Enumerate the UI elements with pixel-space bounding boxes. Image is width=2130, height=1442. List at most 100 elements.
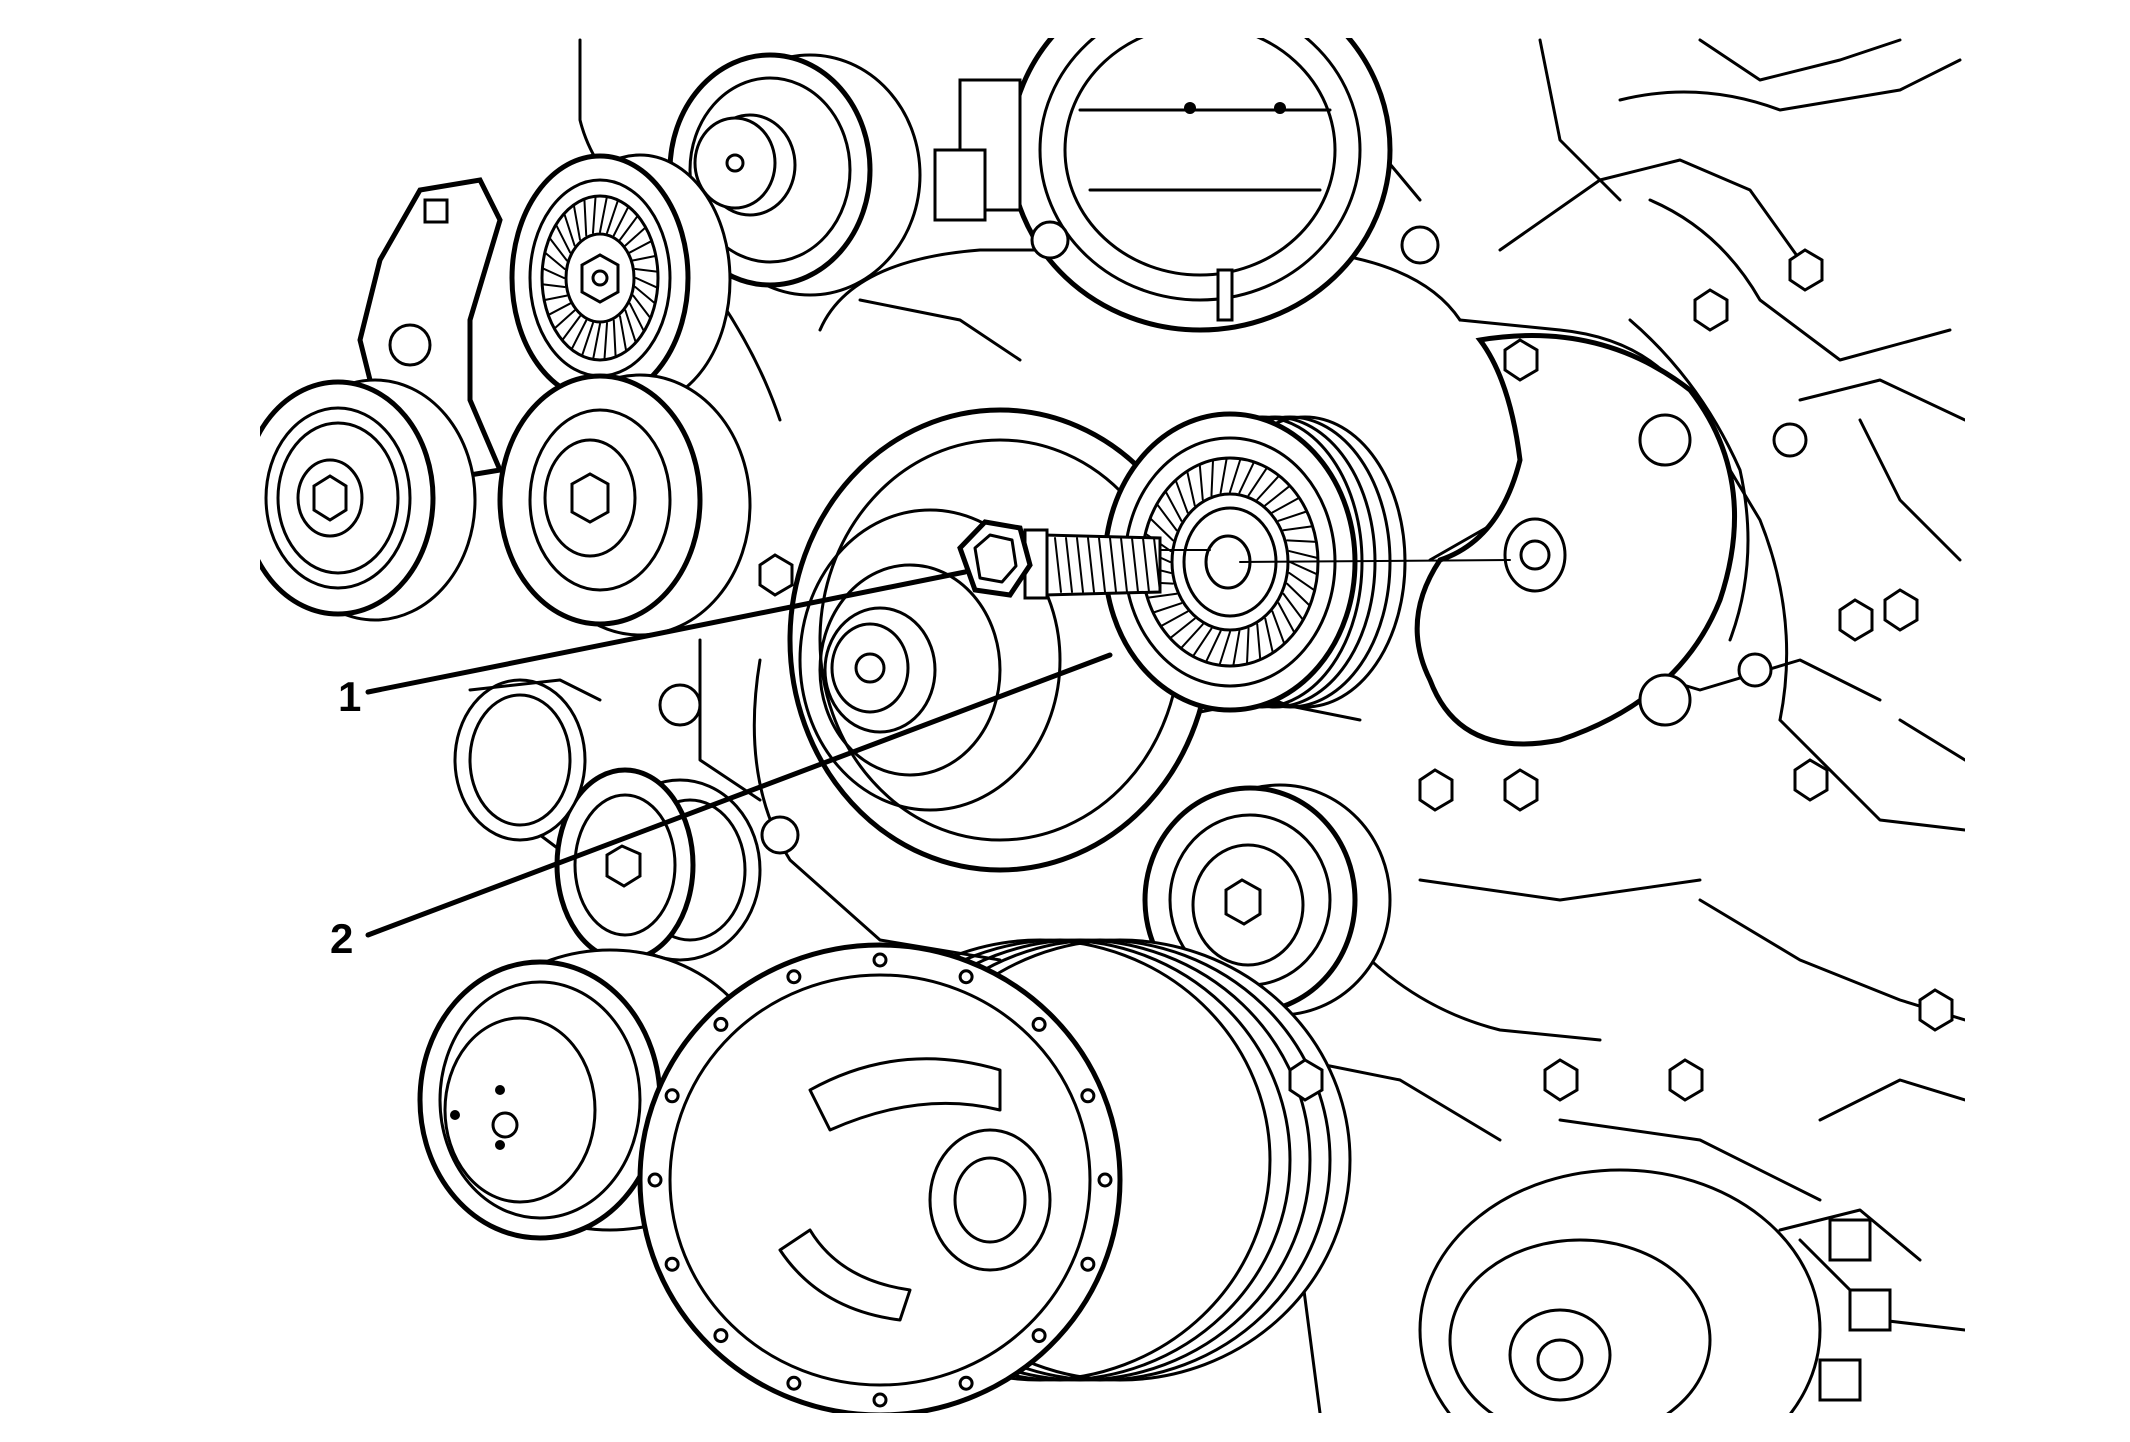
pulley-rib bbox=[1286, 582, 1311, 607]
balancer-hole bbox=[786, 969, 802, 985]
pulley-rib bbox=[541, 283, 566, 288]
pulley-rib bbox=[548, 236, 568, 262]
pulley-rib bbox=[1186, 470, 1196, 507]
pulley-rib bbox=[619, 214, 639, 241]
pulley-rib bbox=[1238, 460, 1256, 494]
pulley-rib bbox=[1232, 630, 1241, 667]
bolt-thread bbox=[1131, 537, 1139, 593]
pulley-rib bbox=[634, 285, 657, 305]
balancer-hole bbox=[664, 1088, 680, 1104]
bolt-thread bbox=[1098, 537, 1106, 593]
pulley-rib bbox=[1149, 517, 1174, 542]
pulley-rib bbox=[1169, 617, 1196, 640]
pulley-rib bbox=[583, 198, 588, 237]
balancer-hole bbox=[1031, 1328, 1047, 1344]
pulley-rib bbox=[1210, 458, 1215, 497]
upper-ribbed-pulley bbox=[509, 153, 732, 407]
pulley-rib bbox=[599, 195, 608, 233]
pulley-rib bbox=[1245, 627, 1250, 666]
pulley-rib bbox=[580, 322, 594, 357]
power-steering-pulley bbox=[667, 52, 922, 297]
pulley-rib bbox=[1288, 571, 1316, 592]
pulley-rib bbox=[572, 203, 581, 241]
pulley-rib bbox=[547, 302, 572, 317]
pulley-rib bbox=[1198, 463, 1204, 501]
pulley-rib bbox=[1218, 631, 1231, 667]
balancer-hole bbox=[664, 1256, 680, 1272]
pulley-rib bbox=[632, 294, 652, 320]
balancer-hole bbox=[958, 1375, 974, 1391]
balancer-hole bbox=[786, 1375, 802, 1391]
pulley-rib bbox=[553, 309, 576, 330]
callout-1: 1 bbox=[338, 673, 362, 720]
bolt-thread bbox=[1065, 537, 1073, 593]
balancer-hole bbox=[1080, 1256, 1096, 1272]
throttle-body bbox=[933, 38, 1440, 333]
pulley-rib bbox=[1155, 503, 1178, 532]
bolt-thread bbox=[1120, 537, 1128, 593]
pulley-rib bbox=[1277, 510, 1308, 522]
balancer-hole bbox=[1080, 1088, 1096, 1104]
left-idler-pulley bbox=[260, 378, 477, 622]
idler-pulley-item-2 bbox=[1102, 411, 1511, 713]
balancer-hole bbox=[958, 969, 974, 985]
pulley-rib bbox=[563, 212, 576, 247]
pulley-rib bbox=[1271, 610, 1286, 645]
pulley-rib bbox=[1256, 623, 1262, 661]
pulley-rib bbox=[541, 267, 565, 279]
pulley-rib bbox=[1229, 457, 1242, 493]
pulley-rib bbox=[543, 294, 568, 302]
balancer-hole bbox=[1031, 1016, 1047, 1032]
balancer-hole bbox=[872, 952, 888, 968]
pulley-rib bbox=[1247, 466, 1269, 497]
pulley-rib bbox=[1286, 539, 1318, 543]
bolt-thread bbox=[1142, 537, 1150, 593]
pulley-rib bbox=[1191, 627, 1213, 658]
leader-line-2 bbox=[365, 652, 1113, 938]
bolt-thread bbox=[1076, 537, 1084, 593]
balancer-hole bbox=[713, 1328, 729, 1344]
pulley-rib bbox=[591, 195, 597, 234]
pulley-rib bbox=[1282, 592, 1305, 621]
pulley-rib bbox=[628, 302, 646, 333]
callout-2: 2 bbox=[330, 915, 354, 962]
balancer-hole bbox=[647, 1172, 663, 1188]
pulley-rib bbox=[1264, 617, 1274, 654]
pulley-rib bbox=[634, 268, 659, 273]
bolt-thread bbox=[1054, 537, 1062, 593]
balancer-hole bbox=[872, 1392, 888, 1408]
pulley-rib bbox=[1219, 457, 1228, 494]
pulley-rib bbox=[1264, 484, 1291, 507]
pulley-rib bbox=[1289, 561, 1319, 576]
pulley-rib bbox=[603, 322, 609, 361]
pulley-rib bbox=[632, 254, 657, 262]
pulley-rib bbox=[612, 319, 617, 358]
pulley-bolt-item-1 bbox=[957, 519, 1211, 600]
pulley-rib bbox=[1159, 610, 1189, 628]
alternator bbox=[1418, 1168, 1922, 1413]
leader-line-1 bbox=[365, 569, 968, 695]
pulley-rib bbox=[592, 323, 601, 361]
pulley-rib bbox=[635, 277, 659, 289]
pulley-rib bbox=[554, 223, 572, 254]
pulley-rib bbox=[570, 319, 588, 351]
lower-left-idler-pulley bbox=[554, 683, 800, 963]
pulley-rib bbox=[619, 315, 628, 353]
front-cover bbox=[1414, 318, 1808, 747]
left-housing bbox=[453, 678, 602, 842]
pulley-rib bbox=[628, 239, 653, 254]
pulley-rib bbox=[1164, 490, 1183, 522]
pulley-rib bbox=[1146, 592, 1178, 599]
pulley-rib bbox=[1179, 623, 1204, 650]
pulley-rib bbox=[1174, 479, 1189, 514]
bolt-thread bbox=[1087, 537, 1095, 593]
leader-lines bbox=[365, 569, 1113, 938]
smooth-idler-pulley bbox=[497, 373, 752, 637]
pulley-rib bbox=[1277, 602, 1296, 634]
pulley-rib bbox=[624, 226, 647, 247]
pulley-rib bbox=[1256, 474, 1281, 501]
pulley-rib bbox=[612, 205, 630, 237]
pulley-rib bbox=[561, 315, 581, 342]
